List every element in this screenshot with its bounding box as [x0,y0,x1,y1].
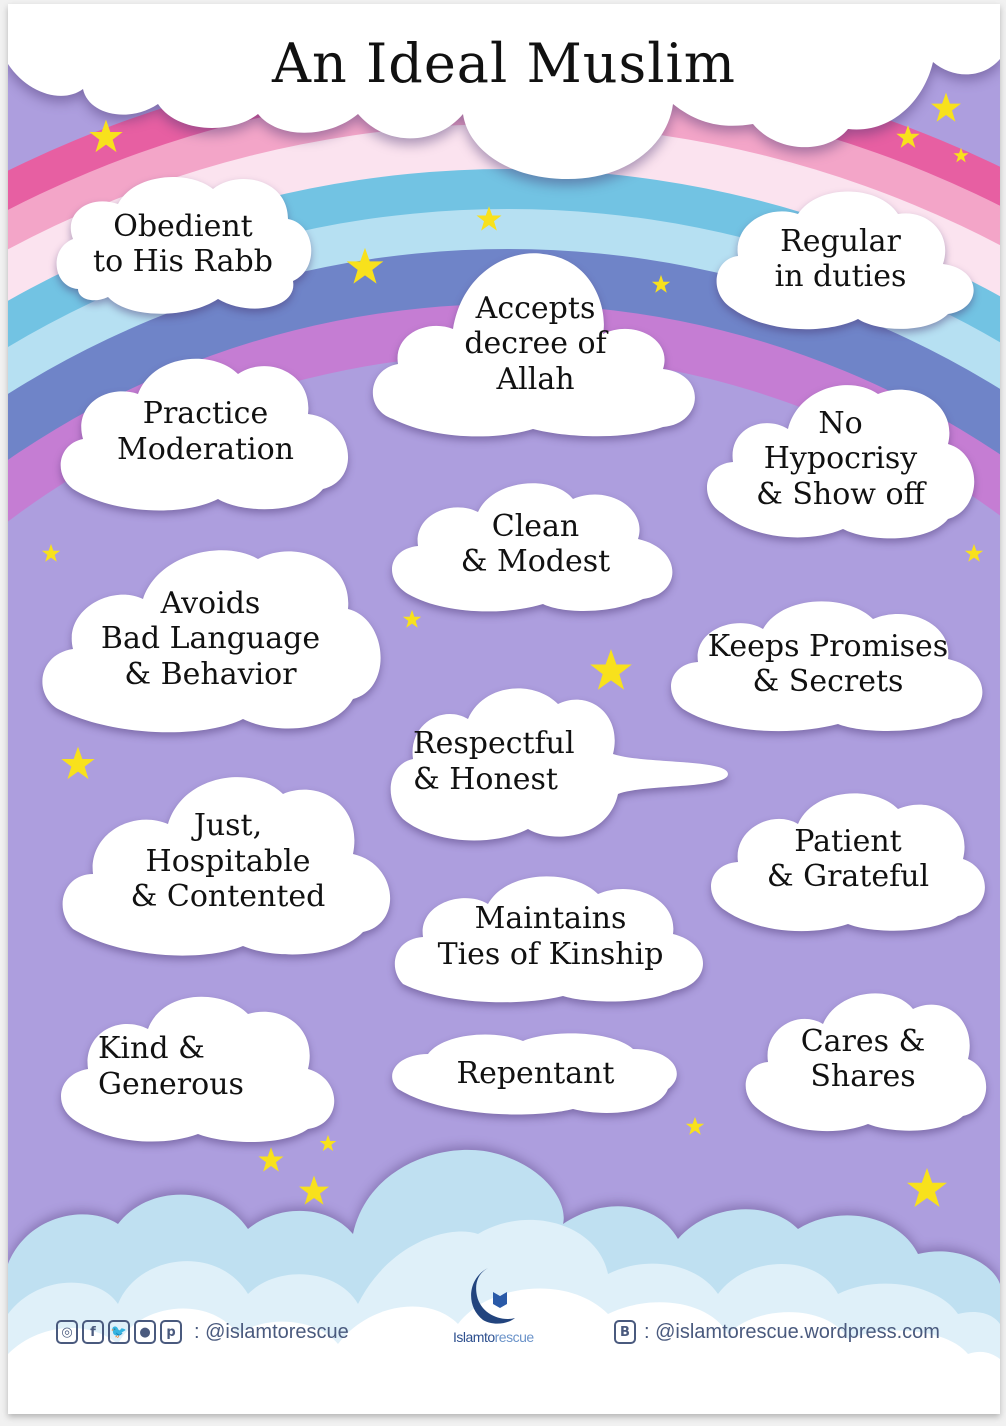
cloud-label: Accepts decree of Allah [464,290,607,397]
star-icon [907,1168,947,1207]
cloud-clean: Clean & Modest [383,474,688,614]
cloud-regular: Regular in duties [698,184,983,334]
star-icon [896,125,920,148]
cloud-label: Obedient to His Rabb [93,208,273,279]
blog-link: B : @islamtorescue.wordpress.com [614,1320,940,1344]
title-cloud [8,4,1000,179]
star-icon [258,1147,284,1172]
brand-part2: rescue [494,1329,535,1345]
star-icon [931,92,961,122]
star-icon [402,609,422,628]
pinterest-icon[interactable]: p [160,1320,182,1344]
cloud-label: Maintains Ties of Kinship [437,901,664,972]
star-icon [651,274,671,293]
cloud-label: Keeps Promises & Secrets [707,628,949,699]
cloud-label: Practice Moderation [117,396,294,467]
star-icon [685,1116,705,1135]
star-icon [964,543,984,562]
location-icon[interactable]: ● [134,1320,156,1344]
cloud-label: Clean & Modest [460,508,611,579]
cloud-respectful: Respectful & Honest [383,679,733,844]
brand-part1: Islamto [453,1329,495,1345]
cloud-just: Just, Hospitable & Contented [53,764,403,959]
star-icon [61,746,95,780]
social-links: ◎ f 🐦 ● p : @islamtorescue [56,1320,349,1344]
cloud-repentant: Repentant [383,1029,688,1119]
cloud-hypocrisy: No Hypocrisy & Show off [698,374,983,544]
facebook-icon[interactable]: f [82,1320,104,1344]
cloud-label: Repentant [456,1056,615,1092]
social-handle[interactable]: : @islamtorescue [194,1320,349,1343]
cloud-label: Patient & Grateful [766,823,930,894]
star-icon [476,206,502,231]
cloud-language: Avoids Bad Language & Behavior [33,539,388,739]
star-icon [590,649,632,690]
cloud-label: Kind & Generous [98,1031,244,1102]
star-icon [346,247,384,284]
cloud-promises: Keeps Promises & Secrets [663,594,993,734]
star-icon [953,147,969,163]
cloud-label: No Hypocrisy & Show off [756,405,925,512]
poster: An Ideal Muslim Obedient to His Rabb Reg… [8,4,1000,1414]
blogger-icon[interactable]: B [614,1320,636,1344]
cloud-label: Regular in duties [774,223,907,294]
twitter-icon[interactable]: 🐦 [108,1320,130,1344]
blog-url[interactable]: : @islamtorescue.wordpress.com [644,1320,940,1343]
cloud-label: Cares & Shares [800,1023,926,1094]
cloud-kinship: Maintains Ties of Kinship [388,869,713,1004]
star-icon [89,119,123,153]
star-icon [299,1175,329,1205]
instagram-icon[interactable]: ◎ [56,1320,78,1344]
brand-name: Islamtorescue [453,1329,534,1345]
cloud-kind: Kind & Generous [53,989,343,1144]
cloud-obedient: Obedient to His Rabb [48,169,318,319]
cloud-label: Just, Hospitable & Contented [130,808,326,915]
cloud-cares: Cares & Shares [738,984,988,1134]
cloud-label: Respectful & Honest [413,726,575,797]
cloud-moderation: Practice Moderation [53,349,358,514]
cloud-patient: Patient & Grateful [703,784,993,934]
logo-crescent-icon [471,1268,515,1324]
star-icon [41,543,61,562]
star-icon [319,1134,337,1152]
bottom-clouds [8,1149,1000,1414]
cloud-accepts: Accepts decree of Allah [363,249,708,439]
page-title: An Ideal Muslim [272,32,736,95]
cloud-label: Avoids Bad Language & Behavior [100,585,321,692]
